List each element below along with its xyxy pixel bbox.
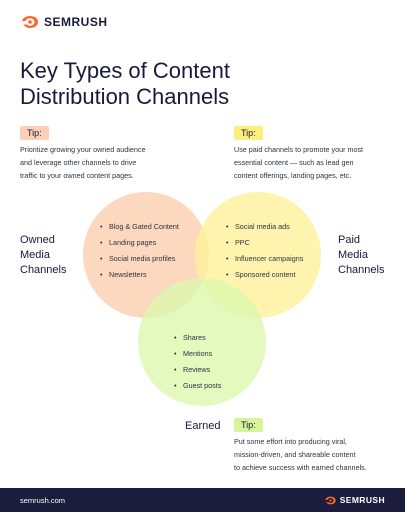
paid-label-line-2: Media [338, 249, 368, 261]
paid-tip-line-1: Use paid channels to promote your most [234, 145, 364, 154]
paid-items-list: Social media ads PPC Influencer campaign… [226, 219, 303, 283]
earned-channels-label: Earned [185, 419, 220, 434]
owned-channels-label: Owned Media Channels [20, 233, 66, 278]
paid-channels-label: Paid Media Channels [338, 233, 384, 278]
paid-tip-text: Use paid channels to promote your most e… [234, 143, 394, 182]
paid-tip-line-2: essential content — such as lead gen [234, 158, 354, 167]
list-item: Landing pages [100, 235, 179, 251]
list-item: Sponsored content [226, 267, 303, 283]
owned-label-line-2: Media [20, 249, 50, 261]
semrush-flame-icon [325, 496, 336, 504]
owned-label-line-1: Owned [20, 234, 55, 246]
owned-items-list: Blog & Gated Content Landing pages Socia… [100, 219, 179, 283]
title-line-1: Key Types of Content [20, 58, 230, 83]
owned-tip-line-2: and leverage other channels to drive [20, 158, 137, 167]
list-item: PPC [226, 235, 303, 251]
list-item: Mentions [174, 346, 221, 362]
footer-logo: SEMRUSH [324, 495, 385, 505]
earned-tip-line-3: to achieve success with earned channels. [234, 463, 367, 472]
footer-logo-text: SEMRUSH [339, 495, 385, 505]
title-line-2: Distribution Channels [20, 84, 230, 109]
earned-tip-text: Put some effort into producing viral, mi… [234, 435, 399, 474]
list-item: Influencer campaigns [226, 251, 303, 267]
list-item: Blog & Gated Content [100, 219, 179, 235]
paid-label-line-3: Channels [338, 264, 385, 276]
earned-tip-line-1: Put some effort into producing viral, [234, 437, 347, 446]
owned-tip-line-1: Prioritize growing your owned audience [20, 145, 146, 154]
list-item: Guest posts [174, 378, 221, 394]
list-item: Newsletters [100, 267, 179, 283]
owned-tip-badge: Tip: [20, 126, 49, 140]
earned-label-line-1: Earned [185, 420, 221, 432]
owned-label-line-3: Channels [20, 264, 67, 276]
list-item: Social media profiles [100, 251, 179, 267]
earned-items-list: Shares Mentions Reviews Guest posts [174, 330, 221, 394]
owned-tip-text: Prioritize growing your owned audience a… [20, 143, 210, 182]
list-item: Social media ads [226, 219, 303, 235]
logo-text: SEMRUSH [44, 15, 108, 29]
list-item: Reviews [174, 362, 221, 378]
paid-tip-line-3: content offerings, landing pages, etc. [234, 171, 352, 180]
page-title: Key Types of Content Distribution Channe… [20, 58, 350, 110]
semrush-logo: SEMRUSH [20, 15, 108, 29]
owned-tip-line-3: traffic to your owned content pages. [20, 171, 134, 180]
paid-label-line-1: Paid [338, 234, 361, 246]
footer: semrush.com SEMRUSH [0, 488, 405, 512]
footer-url-link[interactable]: semrush.com [20, 495, 66, 505]
semrush-flame-icon [22, 16, 38, 28]
earned-tip-badge: Tip: [234, 418, 263, 432]
list-item: Shares [174, 330, 221, 346]
paid-tip-badge: Tip: [234, 126, 263, 140]
earned-tip-line-2: mission-driven, and shareable content [234, 450, 356, 459]
